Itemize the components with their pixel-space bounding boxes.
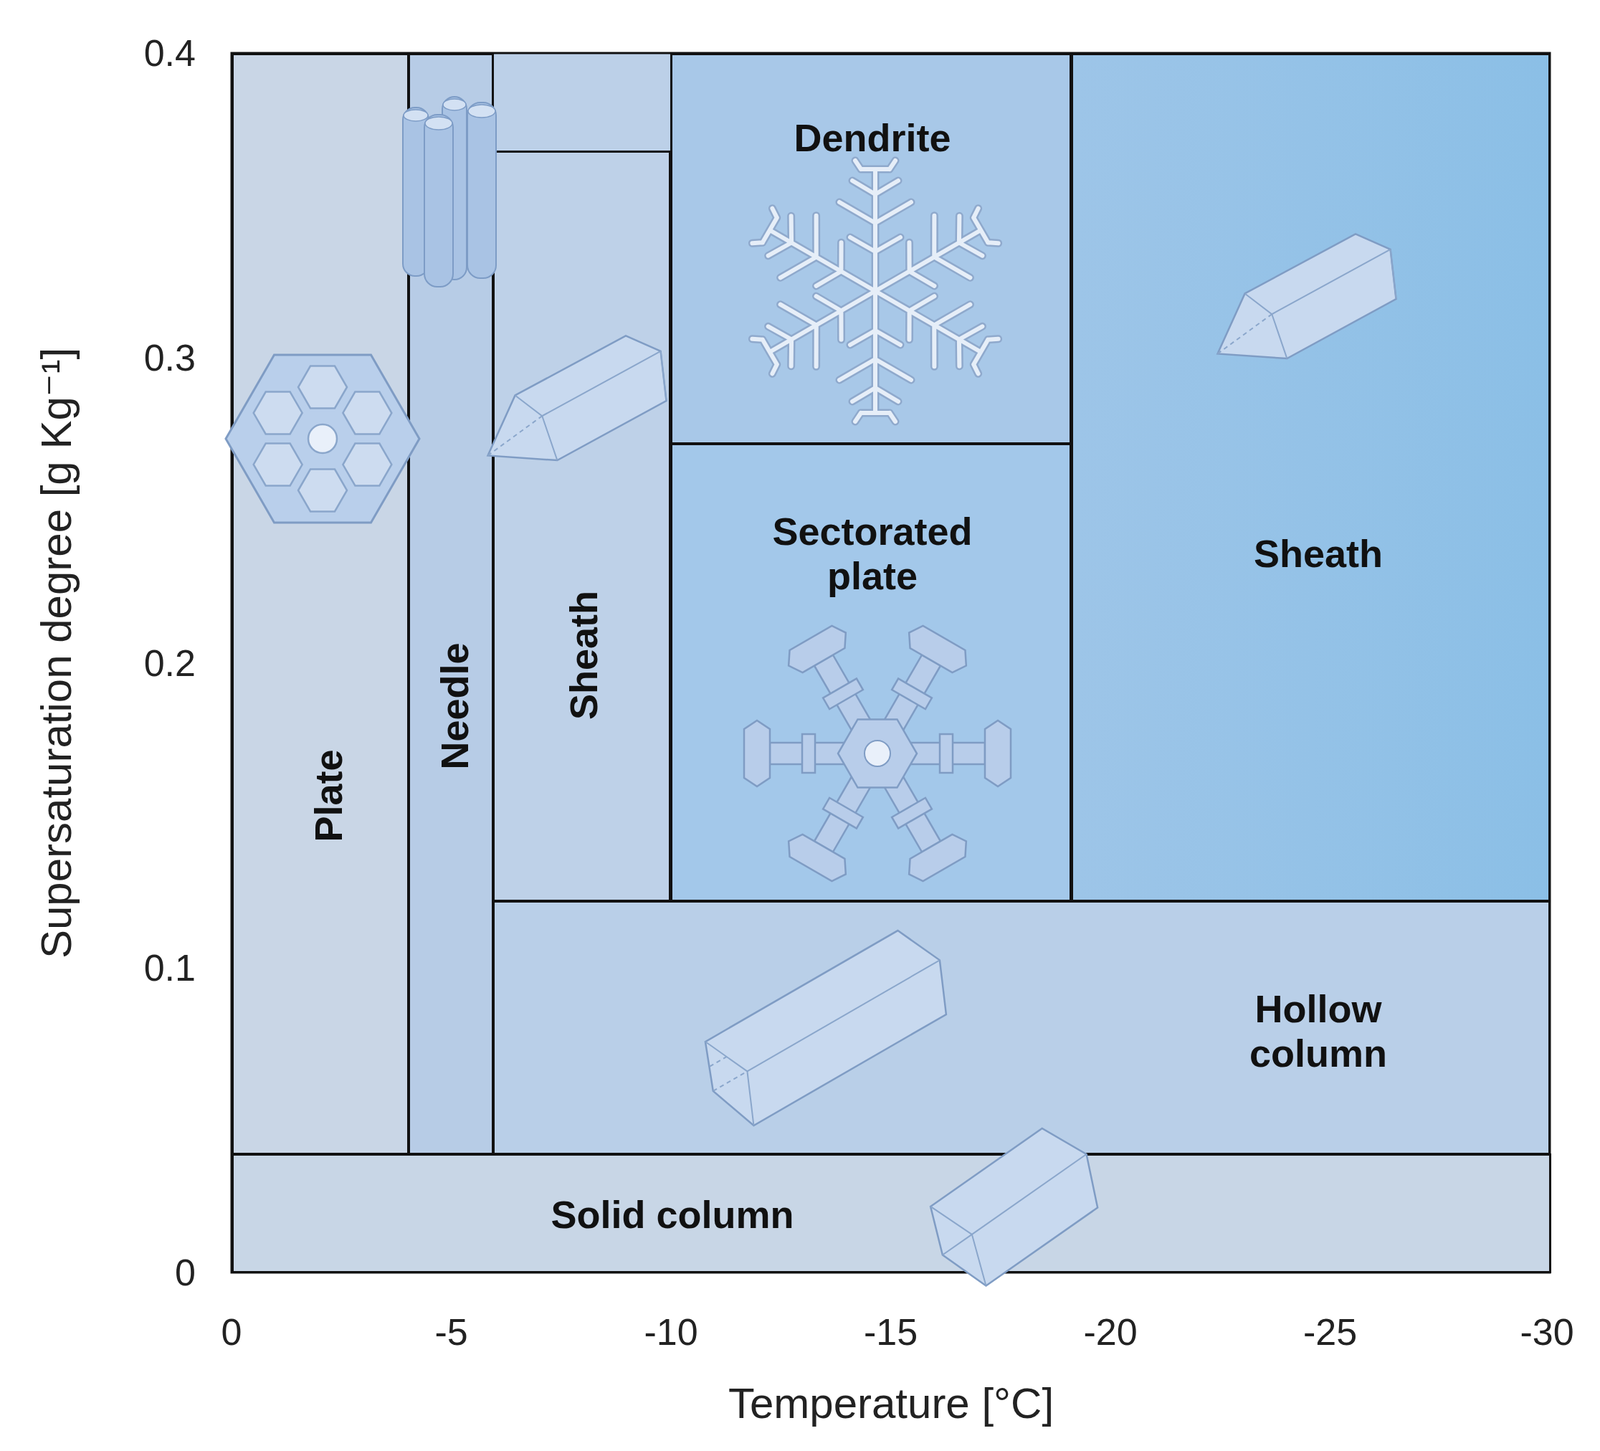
- regime-region: Sheath: [1070, 53, 1552, 902]
- label-anchor: Sheath: [561, 590, 606, 720]
- label-anchor: 0.4: [144, 31, 196, 75]
- label-anchor: -5: [434, 1310, 468, 1354]
- region-label: Sheath: [1253, 531, 1383, 576]
- tick-label: 0.2: [144, 641, 196, 685]
- label-anchor: 0.3: [144, 336, 196, 380]
- region-label: Sectorated plate: [772, 508, 973, 598]
- label-anchor: Sheath: [1253, 531, 1383, 576]
- label-anchor: -15: [863, 1310, 918, 1354]
- label-anchor: -30: [1519, 1310, 1574, 1354]
- tick-label: 0.3: [144, 336, 196, 380]
- label-anchor: Solid column: [550, 1192, 794, 1237]
- tick-label: -15: [863, 1310, 918, 1354]
- label-anchor: -10: [643, 1310, 698, 1354]
- axis-title: Temperature [°C]: [728, 1378, 1054, 1428]
- region-label: Hollow column: [1249, 986, 1388, 1076]
- region-label: Sheath: [561, 590, 606, 720]
- region-label: Plate: [306, 749, 351, 842]
- label-anchor: 0: [174, 1250, 196, 1294]
- label-anchor: Supersaturation degree [g Kg⁻¹]: [30, 347, 82, 959]
- axis-title: Supersaturation degree [g Kg⁻¹]: [30, 347, 82, 959]
- region-label: Solid column: [550, 1192, 794, 1237]
- label-anchor: Dendrite: [793, 115, 951, 160]
- label-anchor: -20: [1083, 1310, 1137, 1354]
- regime-region: Hollow column: [492, 900, 1551, 1155]
- regime-region: Dendrite: [670, 53, 1073, 445]
- region-label: Dendrite: [793, 115, 951, 160]
- regime-region: Solid column: [231, 1153, 1552, 1274]
- label-anchor: Plate: [306, 749, 351, 842]
- label-anchor: Hollow column: [1249, 986, 1388, 1076]
- regime-region: Sectorated plate: [670, 443, 1073, 902]
- tick-label: 0: [174, 1250, 196, 1294]
- tick-label: -5: [434, 1310, 468, 1354]
- tick-label: 0.1: [144, 946, 196, 990]
- label-anchor: -25: [1303, 1310, 1357, 1354]
- regime-region: Plate: [231, 53, 410, 1155]
- tick-label: -25: [1303, 1310, 1357, 1354]
- label-anchor: 0.2: [144, 641, 196, 685]
- region-label: Needle: [432, 642, 477, 770]
- label-anchor: 0: [221, 1310, 243, 1354]
- tick-label: 0: [221, 1310, 243, 1354]
- regime-region: Needle: [407, 53, 494, 1155]
- regime-region: Sheath: [492, 150, 671, 902]
- label-anchor: Sectorated plate: [772, 508, 973, 598]
- tick-label: -20: [1083, 1310, 1137, 1354]
- label-anchor: Needle: [432, 642, 477, 770]
- label-anchor: Temperature [°C]: [728, 1378, 1054, 1428]
- tick-label: -30: [1519, 1310, 1574, 1354]
- label-anchor: 0.1: [144, 946, 196, 990]
- tick-label: 0.4: [144, 31, 196, 75]
- tick-label: -10: [643, 1310, 698, 1354]
